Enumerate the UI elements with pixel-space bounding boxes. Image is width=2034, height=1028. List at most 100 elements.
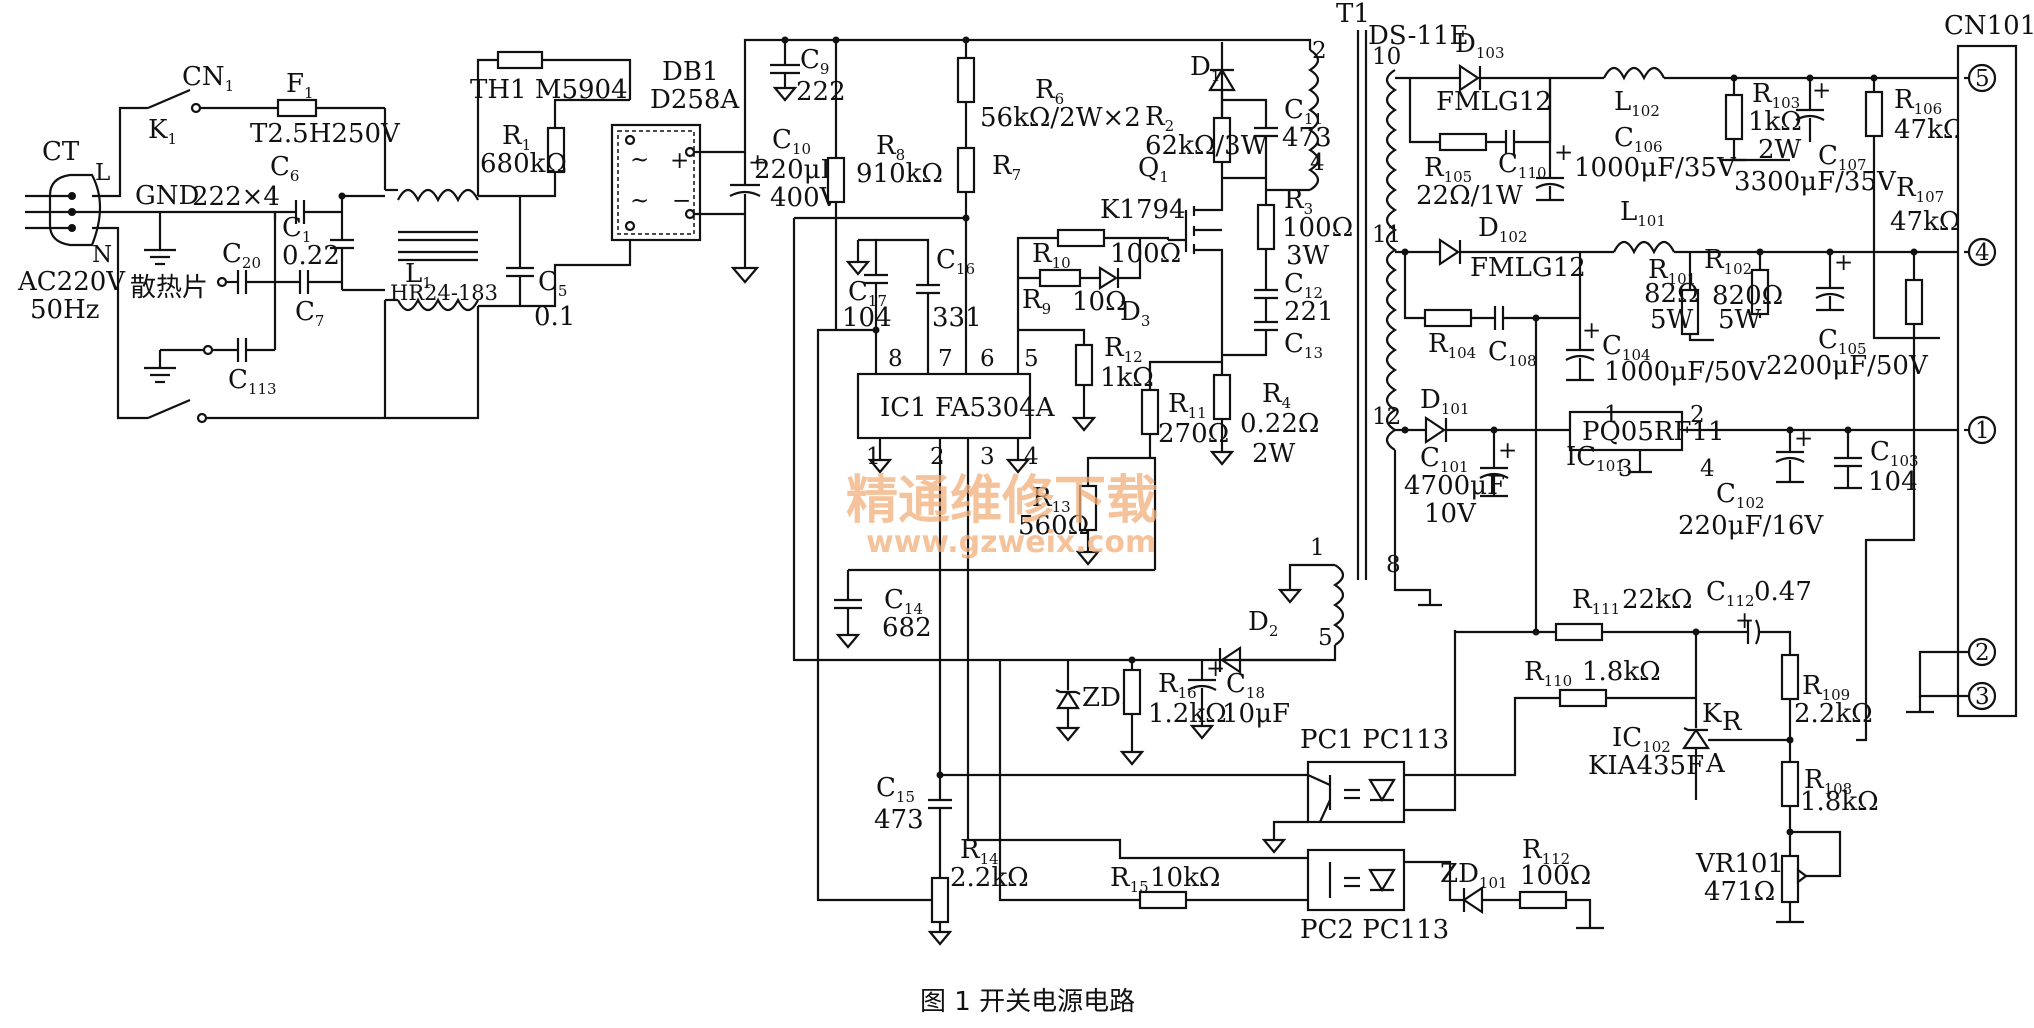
primary-side: R8 910kΩ R6 56kΩ/2W×2 R7 IC1 FA5304A 8 7… — [792, 36, 1353, 902]
fuse-rating: T2.5H250V — [250, 119, 401, 149]
heatsink-label: 散热片 — [130, 273, 208, 303]
resistor-r7 — [956, 146, 976, 194]
n-label: N — [92, 242, 112, 268]
svg-text:6: 6 — [980, 346, 995, 372]
c13-label: C13 — [1284, 329, 1323, 362]
k1-label: K1 — [148, 115, 177, 148]
r108-label: R108 — [1804, 765, 1852, 798]
svg-text:2: 2 — [930, 444, 945, 470]
r16-label: R16 — [1158, 669, 1197, 702]
c103-label: C103 — [1870, 437, 1919, 470]
c15-label: C15 — [876, 773, 915, 806]
resistor-r112 — [1518, 890, 1568, 910]
d3-label: D3 — [1120, 297, 1150, 330]
c5-label: C5 — [538, 267, 567, 300]
c112-value: 0.47 — [1754, 577, 1812, 607]
svg-text:5: 5 — [1024, 346, 1039, 372]
r1-label: R1 — [502, 121, 531, 154]
r101-label: R101 — [1648, 255, 1696, 288]
c18-label: C18 — [1226, 669, 1265, 702]
r10-value: 100Ω — [1110, 239, 1181, 269]
r103-power: 2W — [1758, 135, 1802, 165]
resistor-r12 — [1074, 343, 1094, 387]
r102-label: R102 — [1704, 245, 1752, 278]
r8-label: R8 — [876, 131, 905, 164]
svg-text:3: 3 — [980, 444, 995, 470]
c1-label: C1 — [282, 213, 311, 246]
ic102-value: KIA435F — [1588, 751, 1704, 781]
svg-text:+: + — [1582, 318, 1601, 344]
r105-value: 22Ω/1W — [1416, 181, 1523, 211]
r9-label: R9 — [1022, 285, 1051, 318]
t1-label: T1 — [1336, 0, 1370, 29]
transformer-t1: T1 DS-11E 2 4 1 5 10 11 12 8 — [1260, 0, 1468, 662]
l-label: L — [95, 160, 110, 186]
svg-text:+: + — [1498, 438, 1517, 464]
svg-text:4: 4 — [1700, 456, 1715, 482]
r110-label: R110 — [1524, 657, 1572, 690]
svg-text:4: 4 — [1310, 150, 1325, 176]
c101-label: C101 — [1420, 443, 1469, 476]
svg-text:+: + — [748, 150, 767, 176]
r103-value: 1kΩ — [1748, 107, 1802, 137]
svg-text:+: + — [1554, 140, 1573, 166]
resistor-r2 — [1212, 116, 1232, 164]
optocoupler-pc2 — [1306, 848, 1406, 912]
db1-body — [610, 123, 702, 242]
connector-cn101: CN101 5 4 1 2 3 — [1906, 11, 2034, 718]
resistor-r9 — [1038, 268, 1082, 288]
d102-value: FMLG12 — [1470, 253, 1586, 283]
c12-value: 221 — [1284, 297, 1334, 327]
d2-label: D2 — [1248, 607, 1278, 640]
c10-label: C10 — [772, 125, 811, 158]
c107-value: 3300μF/35V — [1734, 167, 1897, 197]
pc2-label: PC2 PC113 — [1300, 915, 1449, 945]
r9-value: 10Ω — [1072, 287, 1127, 317]
r109-label: R109 — [1802, 671, 1850, 704]
vr101-label: VR101 — [1695, 849, 1784, 879]
c102-value: 220μF/16V — [1678, 511, 1824, 541]
svg-text:8: 8 — [888, 346, 903, 372]
svg-text:3: 3 — [1618, 456, 1633, 482]
resistor-r109 — [1780, 653, 1800, 701]
c104-value: 1000μF/50V — [1604, 357, 1767, 387]
vr101-value: 471Ω — [1704, 877, 1775, 907]
c18-value: 10μF — [1222, 699, 1290, 729]
resistor-r107 — [1904, 278, 1924, 326]
r14-value: 2.2kΩ — [950, 863, 1029, 893]
d103-label: D103 — [1455, 29, 1505, 62]
r3-value: 100Ω — [1282, 213, 1353, 243]
t1-value: DS-11E — [1368, 21, 1468, 51]
r112-label: R112 — [1522, 835, 1570, 868]
c106-label: C106 — [1614, 123, 1663, 156]
cn1-label: CN1 — [182, 62, 234, 95]
db1-label: DB1 — [662, 57, 719, 87]
svg-text:1: 1 — [1310, 535, 1325, 561]
c11-value: 473 — [1282, 123, 1332, 153]
r10-label: R10 — [1032, 239, 1071, 272]
ic1-fa5304a — [856, 372, 1032, 440]
r11-value: 270Ω — [1158, 419, 1229, 449]
auxiliary-supply: D2 ZD1 R16 1.2kΩ + C18 10μF C15 473 R14 … — [874, 570, 1308, 946]
svg-text:~: ~ — [630, 147, 649, 173]
svg-text:2: 2 — [1690, 402, 1705, 428]
svg-text:A: A — [1705, 749, 1726, 779]
c15-value: 473 — [874, 805, 924, 835]
c104-label: C104 — [1602, 331, 1651, 364]
r6-value: 56kΩ/2W×2 — [980, 103, 1141, 133]
optocouplers: PC1 PC113 PC2 PC113 ZD101 R112 100Ω — [1261, 630, 1604, 945]
ac-input-section: CT L N AC220V 50Hz CN1 K1 F1 T2.5H250V G… — [17, 62, 401, 424]
c101-voltage: 10V — [1424, 499, 1477, 529]
thermistor-th1 — [496, 50, 544, 70]
r111-value: 22kΩ — [1622, 585, 1692, 615]
r11-label: R11 — [1168, 389, 1207, 422]
resistor-r4 — [1212, 373, 1232, 421]
c17-label: C17 — [848, 277, 887, 310]
c7-label: C7 — [295, 297, 324, 330]
r101-power: 5W — [1650, 305, 1694, 335]
c101-value: 4700μF — [1404, 471, 1505, 501]
r111-label: R111 — [1572, 585, 1620, 618]
r12-value: 1kΩ — [1100, 363, 1154, 393]
